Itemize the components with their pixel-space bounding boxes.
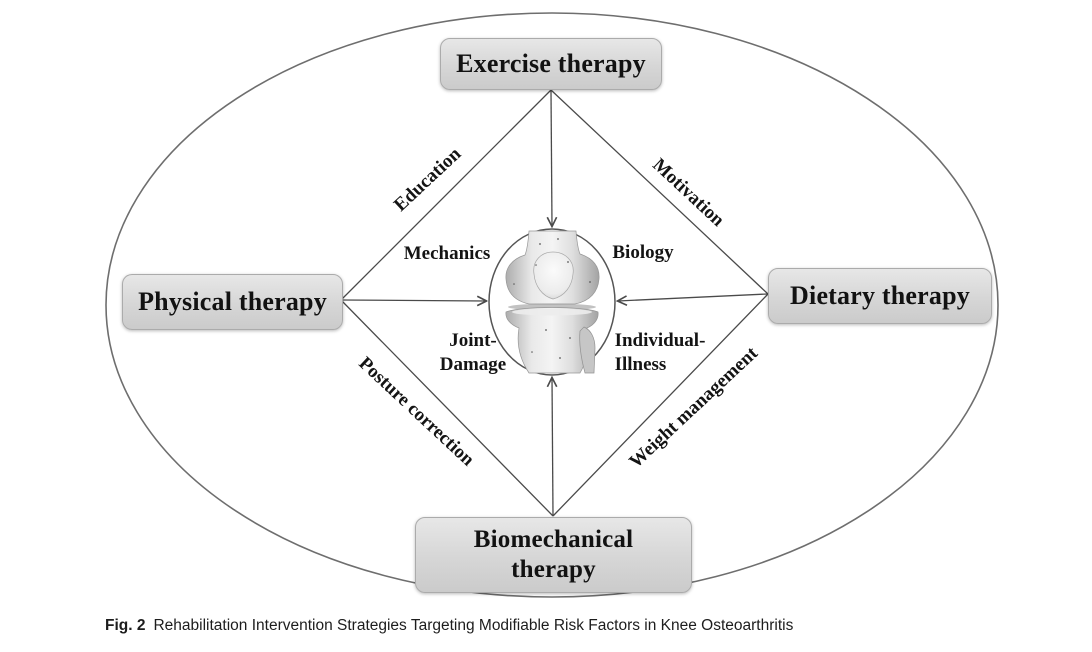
- node-physical-therapy: Physical therapy: [122, 274, 343, 330]
- label-individual-illness: Individual- Illness: [615, 329, 706, 377]
- label-joint-damage: Joint- Damage: [440, 329, 506, 377]
- diamond-connectors: [340, 89, 769, 517]
- edge-exercise-dietary: [550, 89, 769, 295]
- node-exercise-therapy-label: Exercise therapy: [456, 49, 646, 78]
- node-biomechanical-therapy: Biomechanical therapy: [415, 517, 692, 593]
- node-dietary-therapy-label: Dietary therapy: [790, 281, 970, 310]
- label-individual-illness-line1: Individual-: [614, 330, 706, 351]
- label-mechanics: Mechanics: [403, 243, 491, 264]
- tibial-plateau-highlight: [512, 308, 592, 316]
- bone-speckles: [513, 238, 591, 359]
- label-individual-illness-line2: Illness: [614, 354, 667, 375]
- label-joint-damage-line2: Damage: [439, 354, 507, 375]
- edge-dietary-biomechanical: [552, 293, 769, 517]
- edge-physical-biomechanical: [340, 299, 554, 517]
- figure-caption-text: Rehabilitation Intervention Strategies T…: [153, 617, 794, 634]
- arrow-biomechanical-to-center: [552, 378, 553, 516]
- arrow-physical-to-center: [341, 300, 486, 301]
- node-exercise-therapy: Exercise therapy: [440, 38, 662, 90]
- knee-joint-image: [505, 230, 600, 374]
- figure-caption: Fig. 2 Rehabilitation Intervention Strate…: [105, 617, 793, 635]
- fibula-bone: [579, 326, 596, 374]
- node-dietary-therapy: Dietary therapy: [768, 268, 992, 324]
- figure-caption-label: Fig. 2: [105, 617, 146, 634]
- label-joint-damage-line1: Joint-: [449, 330, 497, 351]
- node-biomechanical-therapy-label-line1: Biomechanical: [473, 526, 634, 553]
- node-physical-therapy-label: Physical therapy: [138, 287, 327, 316]
- node-biomechanical-therapy-label-line2: therapy: [511, 556, 596, 583]
- edge-exercise-physical: [340, 89, 552, 301]
- arrow-exercise-to-center: [551, 90, 552, 226]
- arrow-dietary-to-center: [618, 293, 768, 301]
- label-biology: Biology: [612, 242, 674, 263]
- center-arrows: [341, 90, 768, 516]
- outer-ellipse: [105, 12, 999, 598]
- patella-bone: [533, 251, 574, 300]
